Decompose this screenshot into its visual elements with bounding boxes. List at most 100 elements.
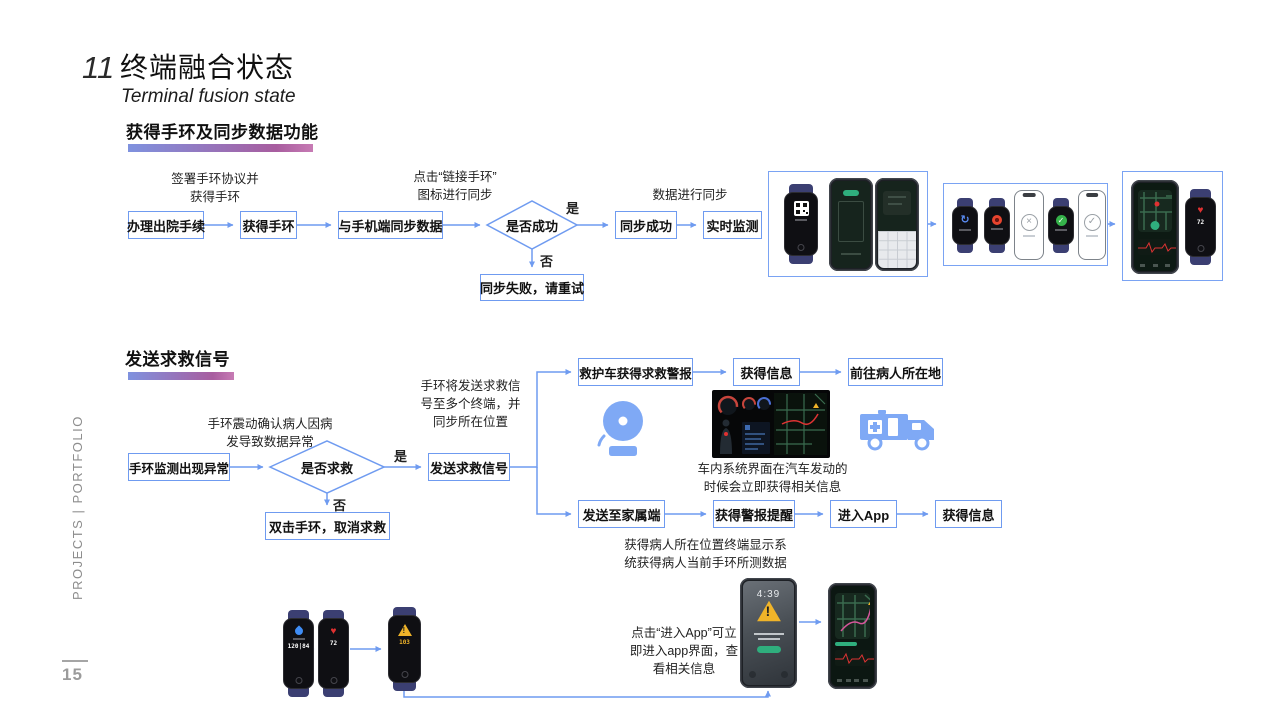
check-outline-icon: ✓ [1083,213,1101,231]
smartband-warning: 103 [388,607,421,691]
heart-rate-value: 72 [1196,219,1205,226]
device-group-sync-states: ↻ × ✓ ✓ [943,183,1108,266]
ecg-panel [1138,239,1176,255]
keyboard-screen [878,181,916,268]
smartband-blood-pressure: 120|84 [283,610,314,697]
flow1-box-sync-ok: 同步成功 [615,211,677,239]
flow2-label-yes: 是 [394,449,408,464]
flow2-box-goto-patient: 前往病人所在地 [848,358,943,386]
close-circle-icon: × [1020,213,1038,231]
flow1-box-sync-phone: 与手机端同步数据 [338,211,443,239]
lock-time: 4:39 [756,589,781,600]
flow2-box-abnormal: 手环监测出现异常 [128,453,230,481]
flow2-box-enter-app: 进入App [830,500,897,528]
scanner-screen [832,181,870,268]
heart-icon: ♥ [1197,205,1204,216]
flow1-box-sync-fail: 同步失败，请重试 [480,274,584,301]
band-body [784,192,818,256]
flow1-box-get-band: 获得手环 [240,211,297,239]
caption-dash [1086,234,1098,237]
map-panel [1138,190,1172,232]
flow2-box-alert: 获得警报提醒 [713,500,795,528]
band-body: ✓ [1048,206,1074,245]
map-panel [835,593,870,639]
phone-notch [1022,193,1036,197]
band-body [984,206,1010,245]
note-multi-terminal: 手环将发送求救信 号至多个终端，并 同步所在位置 [420,379,521,430]
flow2-decision-sos: 是否求救 [300,460,353,476]
ambulance-icon [860,410,934,451]
enter-app-button [756,646,781,653]
page-title: 终端融合状态 [120,52,295,83]
section1-gradient-bar [128,144,313,152]
scan-frame [838,201,864,242]
page-number: 15 [62,660,88,685]
band-label-dash [959,229,971,231]
ecg-panel [835,650,874,666]
heart-icon: ♥ [330,626,337,637]
flow2-box-family: 发送至家属端 [578,500,665,528]
smartband-heart-rate: ♥ 72 [1185,189,1216,265]
band-body: ↻ [952,206,978,245]
app-map-screen [831,586,874,686]
input-card [883,191,911,215]
lock-screen: 4:39 [743,581,794,685]
flow2-box-send: 发送求救信号 [428,453,510,481]
caption-car-system: 车内系统界面在汽车发动的 时候会立即获得相关信息 [697,462,848,495]
flow1-decision-success: 是否成功 [505,218,558,234]
section1-title: 获得手环及同步数据功能 [126,123,319,142]
smartband-success: ✓ [1048,198,1074,253]
phone-lock-screen: 4:39 [740,578,797,688]
warning-triangle-icon [756,600,781,622]
section2-title: 发送求救信号 [125,350,230,369]
note-vibrate: 手环震动确认病人因病 发导致数据异常 [207,417,333,450]
phone-app-map [828,583,877,689]
flow1-label-yes: 是 [566,201,580,216]
section2-gradient-bar [128,372,234,380]
blood-pressure-drop-icon [292,625,305,637]
flow1-box-checkout: 办理出院手续 [127,211,205,239]
smartband-qr [784,184,818,264]
warning-triangle-icon [397,624,412,636]
flow2-label-no: 否 [333,498,347,513]
smartband-heart-rate-2: ♥ 72 [318,610,349,697]
camera-icon [781,671,788,678]
phone-scanner [829,178,873,271]
warning-value: 103 [399,639,410,646]
alarm-bell-icon [597,401,643,456]
band-label-dash [1055,229,1067,231]
sync-loading-icon: ↻ [960,214,970,226]
scan-button [843,190,859,196]
phone-sync-failed: × [1014,190,1044,260]
flow2-box-family-info: 获得信息 [935,500,1002,528]
device-group-monitor: ♥ 72 [1122,171,1223,281]
ecg-line [1138,241,1176,254]
band-home-button [330,677,337,684]
check-circle-icon: ✓ [1055,215,1067,226]
band-home-button [401,671,408,678]
band-home-button [295,677,302,684]
phone-notch [1086,193,1098,197]
flow1-label-no: 否 [540,254,554,269]
qr-code-icon [793,201,809,216]
phone-keyboard [875,178,919,271]
band-body: 103 [388,615,421,683]
map-roads [837,594,870,637]
status-pill [835,642,857,646]
note-click-link: 点击“链接手环” 图标进行同步 [413,170,497,203]
flashlight-icon [749,671,756,678]
note-data-sync: 数据进行同步 [652,188,728,202]
sidebar-vertical-text: PROJECTS | PORTFOLIO [70,415,85,600]
band-body: ♥ 72 [1185,197,1216,257]
screen-caption-dash [841,253,861,255]
locate-button [1150,221,1160,230]
band-label-dash [292,638,305,640]
band-body: ♥ 72 [318,618,349,689]
blood-pressure-value: 120|84 [287,643,310,650]
band-label-dash [991,228,1003,230]
alert-text-dash [757,638,780,640]
device-group-scan [768,171,928,277]
note-sign-agreement: 签署手环协议并 获得手环 [171,172,259,205]
band-home-button [797,244,805,251]
monitor-screen [1134,183,1176,271]
